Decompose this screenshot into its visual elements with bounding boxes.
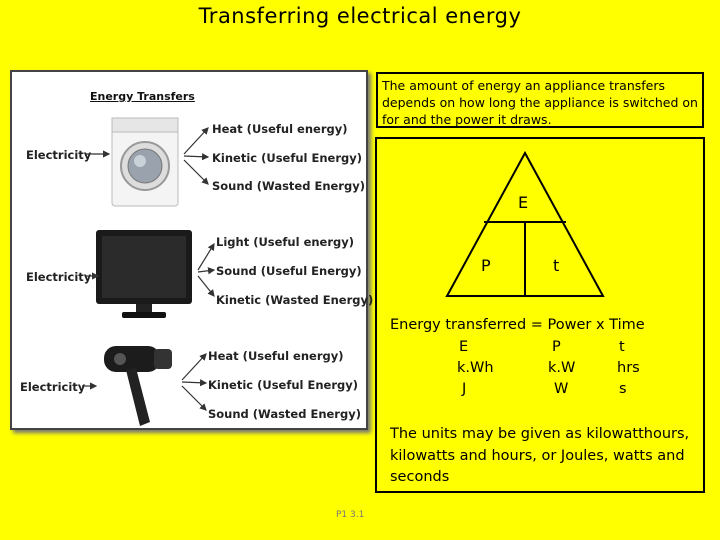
unit-cell: s bbox=[619, 381, 627, 397]
unit-cell: k.Wh bbox=[457, 360, 494, 376]
energy-note: The amount of energy an appliance transf… bbox=[376, 72, 704, 128]
unit-cell: k.W bbox=[548, 360, 576, 376]
unit-cell: J bbox=[462, 381, 467, 397]
hair-dryer-image bbox=[104, 346, 172, 426]
triangle-energy: E bbox=[518, 193, 529, 212]
formula-box bbox=[375, 137, 705, 493]
electricity-label-3: Electricity bbox=[20, 380, 86, 394]
unit-cell: P bbox=[552, 339, 561, 355]
electricity-label-1: Electricity bbox=[26, 148, 92, 162]
arrows-layer bbox=[82, 127, 216, 411]
triangle-power: P bbox=[481, 256, 491, 275]
unit-cell: E bbox=[459, 339, 469, 355]
output-label: Kinetic (Useful Energy) bbox=[212, 151, 362, 165]
unit-cell: t bbox=[619, 339, 625, 355]
page-title: Transferring electrical energy bbox=[198, 4, 522, 28]
slide-footer: P1 3.1 bbox=[336, 510, 365, 520]
unit-cell: W bbox=[554, 381, 569, 397]
output-label: Light (Useful energy) bbox=[216, 235, 355, 249]
energy-transfers-panel: Energy Transfers Electricity Electricity… bbox=[10, 70, 373, 430]
electricity-label-2: Electricity bbox=[26, 270, 92, 284]
output-label: Sound (Wasted Energy) bbox=[208, 407, 361, 421]
units-note: The units may be given as kilowatthours,… bbox=[390, 426, 690, 485]
output-label: Heat (Useful energy) bbox=[212, 122, 348, 136]
television-image bbox=[96, 230, 192, 318]
output-label: Sound (Useful Energy) bbox=[216, 264, 362, 278]
output-label: Sound (Wasted Energy) bbox=[212, 179, 365, 193]
energy-equation: Energy transferred = Power x Time bbox=[390, 317, 645, 333]
triangle-time: t bbox=[553, 256, 560, 275]
panel-heading: Energy Transfers bbox=[90, 90, 195, 103]
output-label: Heat (Useful energy) bbox=[208, 349, 344, 363]
washing-machine-image bbox=[111, 117, 179, 207]
ept-triangle bbox=[445, 150, 605, 297]
output-label: Kinetic (Useful Energy) bbox=[208, 378, 358, 392]
output-label: Kinetic (Wasted Energy) bbox=[216, 293, 374, 307]
unit-cell: hrs bbox=[617, 360, 640, 376]
